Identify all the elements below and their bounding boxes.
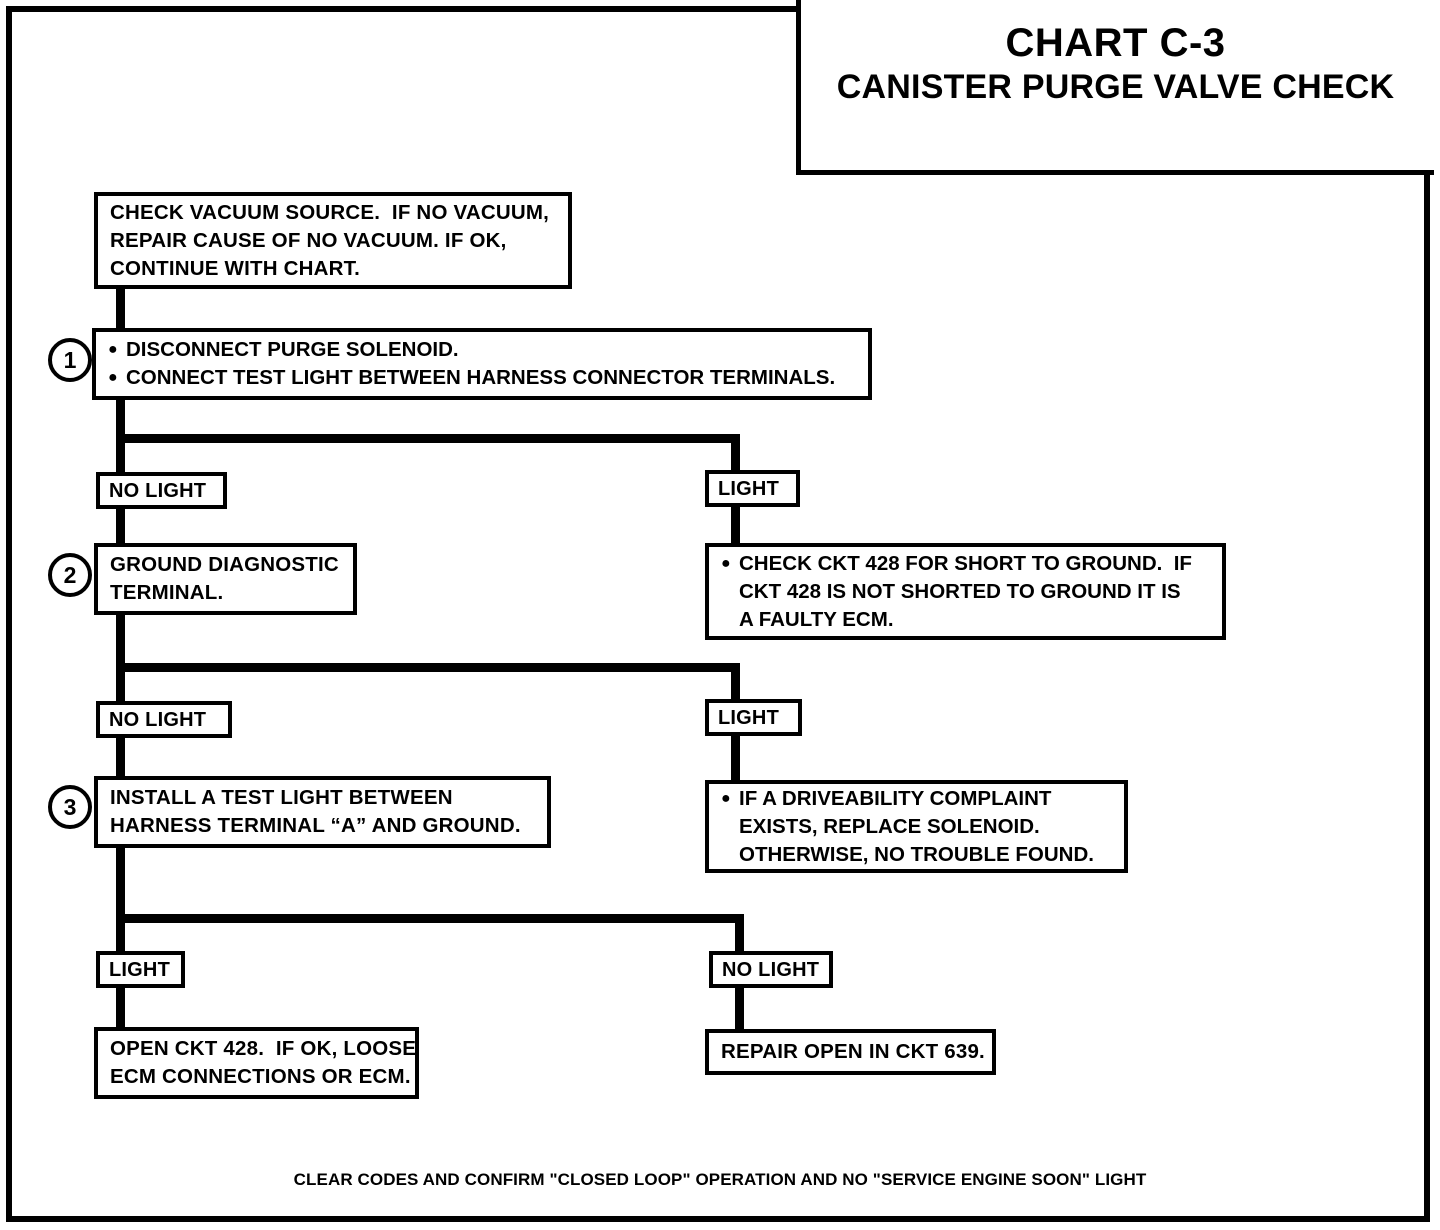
result-driveability-line-3: OTHERWISE, NO TROUBLE FOUND. [739, 842, 1094, 866]
result-driveability-row-2: EXISTS, REPLACE SOLENOID. [721, 813, 1124, 841]
intro-line-2: REPAIR CAUSE OF NO VACUUM. IF OK, [110, 228, 507, 252]
connector-branch1-horizontal [116, 434, 740, 443]
step2-line-1: GROUND DIAGNOSTIC [110, 553, 339, 576]
result-ckt428-line-1: CHECK CKT 428 FOR SHORT TO GROUND. IF [739, 551, 1192, 575]
connector-branch1-right-down [731, 434, 740, 472]
intro-box: CHECK VACUUM SOURCE. IF NO VACUUM, REPAI… [94, 192, 572, 289]
result-driveability-box: IF A DRIVEABILITY COMPLAINT EXISTS, REPL… [705, 780, 1128, 873]
result-ckt428-row-3: A FAULTY ECM. [721, 606, 1222, 634]
branch2-left-text: NO LIGHT [109, 708, 207, 731]
result-open-ckt428-box: OPEN CKT 428. IF OK, LOOSE ECM CONNECTIO… [94, 1027, 419, 1099]
connector-branch3-right-down [735, 914, 744, 952]
connector-branch2-right-down [731, 663, 740, 701]
branch1-label-no-light: NO LIGHT [96, 472, 227, 509]
chart-subtitle: CANISTER PURGE VALVE CHECK [836, 68, 1395, 106]
branch1-right-text: LIGHT [718, 477, 779, 500]
connector-branch2-horizontal [116, 663, 740, 672]
result-driveability-line-2: EXISTS, REPLACE SOLENOID. [739, 814, 1040, 838]
connector-no-light-to-step3 [116, 736, 125, 778]
result-driveability-row-3: OTHERWISE, NO TROUBLE FOUND. [721, 841, 1124, 869]
connector-no-light-to-open639 [735, 987, 744, 1029]
branch3-left-text: LIGHT [109, 958, 170, 981]
branch2-right-text: LIGHT [718, 706, 779, 729]
branch3-label-no-light: NO LIGHT [709, 951, 833, 988]
step3-line-2: HARNESS TERMINAL “A” AND GROUND. [110, 814, 521, 837]
branch3-right-text: NO LIGHT [722, 958, 820, 981]
step-number-2-label: 2 [63, 561, 77, 588]
connector-light-to-driveability [731, 734, 740, 780]
result-driveability-line-1: IF A DRIVEABILITY COMPLAINT [739, 786, 1052, 810]
bullet-icon [108, 336, 126, 364]
branch1-label-light: LIGHT [705, 470, 800, 507]
step-number-2: 2 [48, 553, 92, 597]
result-driveability-row-1: IF A DRIVEABILITY COMPLAINT [721, 785, 1124, 813]
intro-line-3: CONTINUE WITH CHART. [110, 256, 360, 280]
footer-note: CLEAR CODES AND CONFIRM "CLOSED LOOP" OP… [293, 1170, 1147, 1189]
connector-branch1-left-down [116, 434, 125, 472]
step1-bullet-row-2: CONNECT TEST LIGHT BETWEEN HARNESS CONNE… [108, 364, 868, 392]
result-ckt428-row-1: CHECK CKT 428 FOR SHORT TO GROUND. IF [721, 550, 1222, 578]
step-number-1-label: 1 [63, 346, 77, 373]
step-number-3: 3 [48, 785, 92, 829]
connector-branch3-left-down [116, 914, 125, 952]
result-open-ckt639-box: REPAIR OPEN IN CKT 639. [705, 1029, 996, 1075]
step-number-3-label: 3 [63, 793, 77, 820]
bullet-icon [108, 364, 126, 392]
result-ckt428-row-2: CKT 428 IS NOT SHORTED TO GROUND IT IS [721, 578, 1222, 606]
bullet-icon [721, 785, 739, 813]
connector-step2-down [116, 614, 125, 664]
connector-no-light-to-step2 [116, 507, 125, 545]
result-ckt428-line-2: CKT 428 IS NOT SHORTED TO GROUND IT IS [739, 579, 1181, 603]
step1-bullet-1: DISCONNECT PURGE SOLENOID. [126, 338, 459, 361]
branch2-label-light: LIGHT [705, 699, 802, 736]
chart-title: CHART C-3 [1005, 21, 1226, 65]
chart-title-block: CHART C-3 CANISTER PURGE VALVE CHECK [796, 0, 1430, 175]
step2-box: GROUND DIAGNOSTIC TERMINAL. [94, 543, 357, 615]
branch1-left-text: NO LIGHT [109, 479, 207, 502]
step1-bullet-2: CONNECT TEST LIGHT BETWEEN HARNESS CONNE… [126, 366, 836, 389]
step1-box: DISCONNECT PURGE SOLENOID. CONNECT TEST … [92, 328, 872, 400]
connector-intro-to-step1 [116, 287, 125, 331]
step-number-1: 1 [48, 338, 92, 382]
connector-light-to-open428 [116, 987, 125, 1029]
connector-step1-down [116, 399, 125, 440]
connector-light-to-ckt428 [731, 505, 740, 543]
title-underline-extension [1430, 170, 1434, 175]
page-border [6, 6, 1430, 1222]
result-open-ckt428-line-1: OPEN CKT 428. IF OK, LOOSE [110, 1037, 417, 1060]
result-open-ckt428-line-2: ECM CONNECTIONS OR ECM. [110, 1065, 411, 1088]
result-ckt428-short-box: CHECK CKT 428 FOR SHORT TO GROUND. IF CK… [705, 543, 1226, 640]
result-open-ckt639-line-1: REPAIR OPEN IN CKT 639. [721, 1040, 985, 1063]
step2-line-2: TERMINAL. [110, 581, 224, 604]
branch2-label-no-light: NO LIGHT [96, 701, 232, 738]
step3-line-1: INSTALL A TEST LIGHT BETWEEN [110, 786, 453, 809]
result-ckt428-line-3: A FAULTY ECM. [739, 607, 894, 631]
step3-box: INSTALL A TEST LIGHT BETWEEN HARNESS TER… [94, 776, 551, 848]
intro-line-1: CHECK VACUUM SOURCE. IF NO VACUUM, [110, 200, 550, 224]
bullet-icon [721, 550, 739, 578]
connector-branch2-left-down [116, 663, 125, 701]
step1-bullet-row-1: DISCONNECT PURGE SOLENOID. [108, 336, 868, 364]
branch3-label-light: LIGHT [96, 951, 185, 988]
connector-step3-down [116, 847, 125, 917]
connector-branch3-horizontal [116, 914, 744, 923]
